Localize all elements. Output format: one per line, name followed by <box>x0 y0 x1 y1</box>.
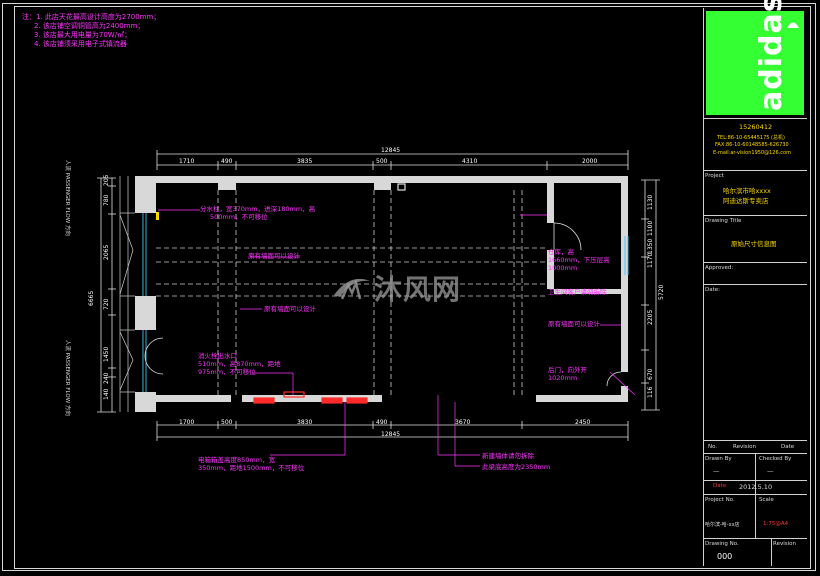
dim-right-seg: 1100 <box>647 220 654 236</box>
company-fax: FAX:86-10-60148585-626730 <box>715 142 789 148</box>
revision-label-2: Revision <box>773 541 796 547</box>
annotation-new-wall: 新建墙体请勿拆除 <box>482 452 534 460</box>
dim-bottom-seg: 3830 <box>297 419 313 426</box>
drawing-title-value: 原始尺寸信息图 <box>731 240 777 248</box>
passenger-flow-label: 人流 PASSENGER FLOW 方向 <box>64 340 70 416</box>
scale-value: 1:75@A4 <box>763 521 789 527</box>
dim-left-seg: 205 <box>103 174 110 186</box>
dim-top-total: 12845 <box>381 147 401 154</box>
passenger-flow-label: 人流 PASSENGER FLOW 方向 <box>64 160 70 236</box>
date-col-label: Date <box>781 444 795 450</box>
date-label-top: Date: <box>705 287 720 293</box>
dim-right-seg: 116 <box>647 386 654 398</box>
drawing-no-value: 000 <box>717 552 733 561</box>
dim-right-seg: 670 <box>647 368 654 380</box>
walls <box>135 176 628 412</box>
annotation-back-door: 后门，向外开 1020mm <box>548 366 587 382</box>
approved-label: Approved: <box>705 265 734 271</box>
title-block: adidas 15260412 TEL:86-10-65445175 (总机) … <box>703 0 807 566</box>
annotation-wall: 原有墙面可以设计 <box>548 320 600 328</box>
dim-top-seg: 2000 <box>582 158 598 165</box>
annotation-beam: 此梁底高度为2350mm <box>482 463 551 471</box>
project-value: 哈尔滨市哈xxxx <box>723 187 771 195</box>
drawing-title-label: Drawing Title <box>705 218 742 224</box>
annotation-storage: 仓库，高 1660mm，下压层高 1000mm <box>548 248 610 272</box>
date-label: Date <box>713 483 727 489</box>
title-block-divider <box>703 8 808 566</box>
dim-bottom-seg: 3670 <box>455 419 471 426</box>
dim-bottom-total: 12845 <box>381 431 401 438</box>
annotation-wall: 原有墙面可以设计 <box>248 252 300 260</box>
drawing-border-inner <box>14 6 811 569</box>
note-title: 注：1. 此店天花最高设计高度为2700mm； <box>22 13 161 21</box>
drawing-no-label: Drawing No. <box>705 541 739 547</box>
company-email: E-mail:ar-vision1950@126.com <box>713 150 791 156</box>
project-no-value: 哈尔滨-哈-xx店 <box>705 522 740 528</box>
dim-top-seg: 3835 <box>297 158 313 165</box>
red-fixtures <box>156 183 406 404</box>
note-item: 2. 该店铺空调铜管高为2400mm； <box>34 22 145 30</box>
watermark-logo-icon <box>334 278 370 300</box>
scale-label: Scale <box>759 497 774 503</box>
project-value: 阿迪达斯专卖店 <box>723 197 769 205</box>
dim-left-seg: 240 <box>103 372 110 384</box>
company-code: 15260412 <box>739 123 773 131</box>
drawn-by-label: Drawn By <box>705 456 732 462</box>
watermark: 沐风网 <box>330 268 461 308</box>
dim-bottom-seg: 490 <box>376 419 388 426</box>
annotation-column: 分水柱，宽370mm，进深180mm，高 500mm，不可移位 <box>200 205 316 221</box>
project-no-label: Project No. <box>705 497 735 503</box>
watermark-text: 沐风网 <box>374 273 462 306</box>
dim-right-seg: 1130 <box>647 194 654 210</box>
no-col-label: No. <box>708 444 718 450</box>
revision-col-label: Revision <box>733 444 756 450</box>
door-swings <box>144 222 622 387</box>
note-item: 4. 该店铺须采用电子式镇流器 <box>34 40 127 48</box>
dim-left-seg: 720 <box>103 298 110 310</box>
annotation-electric-box: 电箱箱盖高度850mm，宽 350mm，距地1500mm，不可移位 <box>198 456 305 472</box>
dim-top-seg: 490 <box>221 158 233 165</box>
dim-right-seg: 1350 <box>647 238 654 254</box>
dim-bottom-seg: 500 <box>221 419 233 426</box>
trefoil-icon <box>787 22 799 28</box>
general-notes: 注：1. 此店天花最高设计高度为2700mm； 2. 该店铺空调铜管高为2400… <box>22 13 262 49</box>
company-tel: TEL:86-10-65445175 (总机) <box>717 135 785 141</box>
storefront-frame <box>119 176 135 412</box>
dim-left-seg: 2065 <box>103 244 110 260</box>
dim-left-seg: 140 <box>103 388 110 400</box>
project-label: Project <box>705 173 724 179</box>
dim-bottom-seg: 1700 <box>179 419 195 426</box>
drawn-by-value: — <box>713 467 720 475</box>
brand-logo: adidas <box>706 0 804 115</box>
checked-by-value: — <box>767 467 774 475</box>
dim-left-total: 6665 <box>88 290 95 306</box>
note-item: 3. 该店最大用电量为70W/㎡； <box>34 31 132 39</box>
leader-lines <box>158 209 636 467</box>
dimension-lines <box>97 150 660 441</box>
dim-top-seg: 1710 <box>179 158 195 165</box>
dim-bottom-seg: 2450 <box>575 419 591 426</box>
dim-left-seg: 1450 <box>103 346 110 362</box>
dim-right-seg: 1170 <box>647 252 654 268</box>
dim-top-seg: 4310 <box>462 158 478 165</box>
annotation-fire-hydrant: 消火栓出水口 510mm，高870mm，距地 975mm，不可移位 <box>198 352 281 376</box>
dim-left-seg: 780 <box>103 194 110 206</box>
annotation-wall: 原有墙面可以设计 <box>264 305 316 313</box>
drawing-border-outer <box>2 3 816 571</box>
checked-by-label: Checked By <box>759 456 792 462</box>
dim-right-total: 5720 <box>658 284 665 300</box>
annotation-toilet: 卫生间客户请勿拆除 <box>548 288 607 296</box>
dim-top-seg: 500 <box>376 158 388 165</box>
dim-right-seg: 2205 <box>647 309 654 325</box>
